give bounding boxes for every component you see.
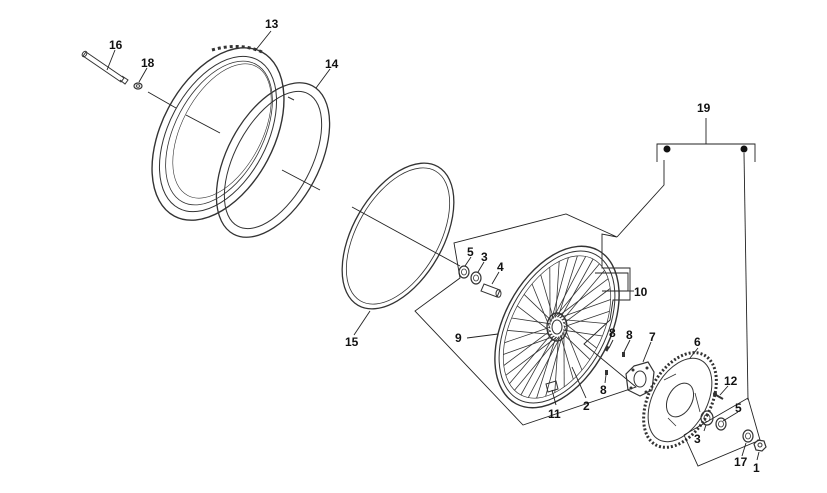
spoke (561, 319, 607, 324)
wheel-assembly-outline (616, 160, 665, 238)
callout-8-a: 8 (609, 326, 616, 340)
assembly-axis-lines (147, 91, 461, 267)
assembly-bracket-19 (656, 118, 756, 401)
wheel-spokes (503, 255, 611, 399)
spoke (507, 330, 553, 335)
leader-lines (106, 30, 760, 461)
callout-9: 9 (455, 331, 462, 345)
spoke (560, 335, 574, 380)
callout-12: 12 (724, 374, 738, 388)
spoke (509, 333, 553, 384)
right-hub-spacers (700, 410, 767, 452)
spoke (557, 255, 578, 318)
spoke (503, 335, 555, 355)
spoke (536, 336, 557, 399)
spoke (523, 294, 552, 322)
spoke (517, 305, 552, 333)
spoke (562, 321, 597, 349)
disc-bolt-part (713, 392, 724, 400)
spoke (511, 317, 551, 325)
callout-16: 16 (109, 38, 123, 52)
spoke (540, 274, 554, 319)
spoke (505, 336, 558, 376)
axle-washer-part (133, 82, 143, 90)
spoke (555, 261, 560, 318)
callout-3-left: 3 (481, 250, 488, 264)
spoke (550, 257, 569, 322)
callout-18: 18 (141, 56, 155, 70)
sprocket-carrier-part (625, 361, 655, 397)
callout-10: 10 (634, 285, 648, 299)
callout-3-right: 3 (694, 432, 701, 446)
callout-11: 11 (548, 407, 561, 421)
callout-5-left: 5 (467, 245, 474, 259)
spoke (520, 335, 554, 396)
callout-1: 1 (753, 461, 760, 475)
callout-19: 19 (697, 101, 711, 115)
spoke (552, 256, 587, 320)
rim-band-part (341, 162, 455, 310)
callout-13: 13 (265, 17, 279, 31)
callout-4: 4 (497, 260, 504, 274)
spoke (563, 329, 603, 337)
spoke (504, 326, 551, 344)
spoke (556, 278, 609, 318)
spoke (563, 288, 611, 324)
spoke (527, 334, 562, 398)
callout-15: 15 (345, 335, 359, 349)
spoke (554, 263, 600, 318)
left-hub-spacers (458, 265, 502, 298)
inner-tube-part (215, 82, 331, 238)
tire-part (151, 45, 285, 221)
callout-2: 2 (583, 399, 590, 413)
spoke (562, 332, 591, 360)
callout-8-b: 8 (626, 328, 633, 342)
callout-8-c: 8 (600, 383, 607, 397)
spoke (559, 299, 611, 319)
callout-6: 6 (694, 335, 701, 349)
spoke (560, 258, 594, 319)
spoke (503, 330, 551, 366)
spoke (563, 325, 583, 371)
callout-17: 17 (734, 455, 748, 469)
spoke (514, 336, 560, 391)
spoke (545, 332, 564, 397)
spoke (554, 336, 559, 393)
callout-5-right: 5 (735, 401, 742, 415)
spoke (561, 270, 605, 321)
spoked-wheel-part (494, 245, 620, 409)
spoke-nipples (604, 345, 625, 375)
spoke (563, 310, 610, 328)
callout-14: 14 (325, 57, 339, 71)
spoke (531, 283, 551, 329)
wheel-assembly-bracket (414, 213, 637, 426)
callout-labels: 16 18 13 14 15 5 3 4 9 10 11 2 8 8 8 7 6… (109, 17, 760, 475)
axle-part (81, 50, 129, 85)
callout-7: 7 (649, 330, 656, 344)
